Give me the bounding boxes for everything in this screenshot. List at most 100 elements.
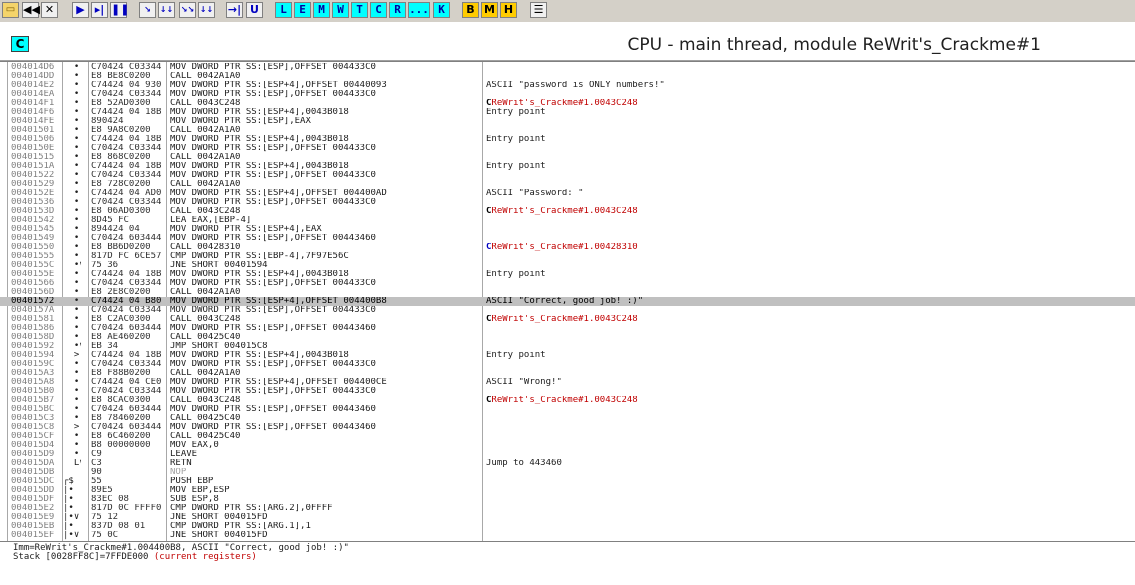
toolbar-button-15[interactable]: W [332, 2, 349, 18]
toolbar-button-17[interactable]: C [370, 2, 387, 18]
toolbar-button-5[interactable]: ❚❚ [110, 2, 130, 18]
comment-cell: Entry point [486, 162, 546, 171]
instruction-cell: JNE SHORT 004015FD [170, 513, 268, 522]
flow-marker: • [63, 81, 80, 90]
toolbar-button-8[interactable]: ↘↘ [179, 2, 196, 18]
toolbar-button-4[interactable]: ▸| [91, 2, 108, 18]
instruction-cell: MOV DWORD PTR SS:[ESP+4],0043B018 [170, 351, 349, 360]
instruction-cell: MOV EAX,0 [170, 441, 219, 450]
comment-cell: ReWrit's_Crackme#1.0043C248 [486, 207, 1126, 216]
toolbar-button-6[interactable]: ↘ [139, 2, 156, 18]
toolbar-button-2[interactable]: ✕ [41, 2, 58, 18]
address-cell: 004015EF [11, 531, 55, 540]
toolbar-button-11[interactable]: U [246, 2, 263, 18]
toolbar-button-21[interactable]: B [462, 2, 479, 18]
address-cell: 00401594 [11, 351, 55, 360]
toolbar-button-14[interactable]: M [313, 2, 330, 18]
comment-cell: ReWrit's_Crackme#1.0043C248 [486, 99, 1126, 108]
toolbar-button-19[interactable]: ... [408, 2, 430, 18]
hex-dump-cell: E8 2E8C0200 [91, 288, 151, 297]
toolbar-button-18[interactable]: R [389, 2, 406, 18]
hex-dump-cell: 89E5 [91, 486, 113, 495]
toolbar-button-0[interactable]: ▭ [2, 2, 19, 18]
address-cell: 00401549 [11, 234, 55, 243]
instruction-cell: JNE SHORT 00401594 [170, 261, 268, 270]
toolbar-button-3[interactable]: ▶ [72, 2, 89, 18]
toolbar-button-20[interactable]: K [433, 2, 450, 18]
toolbar-button-10[interactable]: →| [226, 2, 243, 18]
toolbar-button-23[interactable]: H [500, 2, 517, 18]
toolbar-button-13[interactable]: E [294, 2, 311, 18]
toolbar-button-9[interactable]: ↓↓ [198, 2, 215, 18]
toolbar-button-22[interactable]: M [481, 2, 498, 18]
cpu-window-button[interactable]: C [11, 36, 29, 52]
toolbar-button-24[interactable]: ☰ [530, 2, 547, 18]
hex-dump-cell: C70424 C03344 [91, 90, 162, 99]
toolbar-button-1[interactable]: ◀◀ [22, 2, 40, 18]
hex-dump-cell: B8 00000000 [91, 441, 151, 450]
flow-marker: • [63, 297, 80, 306]
toolbar-button-12[interactable]: L [275, 2, 292, 18]
flow-marker: • [63, 234, 80, 243]
toolbar-button-7[interactable]: ↓↓ [158, 2, 175, 18]
flow-marker: • [63, 243, 80, 252]
flow-marker: > [63, 351, 80, 360]
hex-dump-cell: E8 728C0200 [91, 180, 151, 189]
toolbar-button-16[interactable]: T [351, 2, 368, 18]
